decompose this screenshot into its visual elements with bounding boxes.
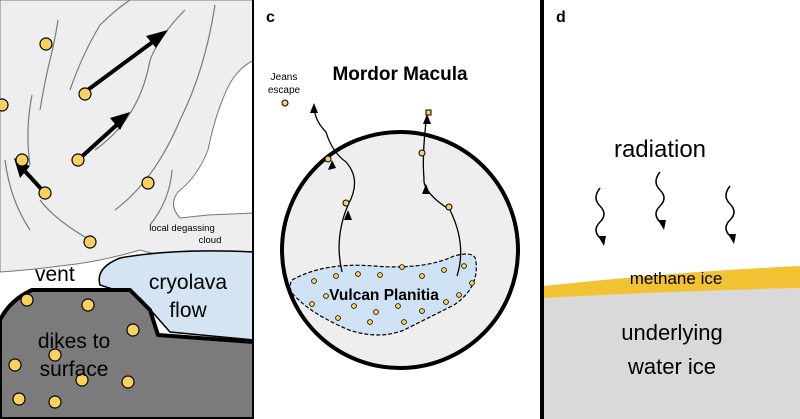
panel-b-figure: vent local degassing cloud cryolava flow… <box>0 0 254 419</box>
radiation-label: radiation <box>614 136 706 163</box>
panel-c: c Mordor Macula Jeans escape Vulcan Plan… <box>254 0 544 419</box>
degassing-cloud <box>0 0 254 273</box>
degassing-cloud-label-line2: cloud <box>199 235 222 246</box>
trajectory-arrow-1 <box>344 210 352 220</box>
panel-d: d radiation methane ice underlying water… <box>544 0 800 419</box>
degassing-cloud-label-line1: local degassing <box>149 223 215 234</box>
cryolava-label-line1: cryolava <box>149 271 228 294</box>
trajectory-arrow-3 <box>310 103 318 113</box>
particles <box>0 37 155 409</box>
panel-b: vent local degassing cloud cryolava flow… <box>0 0 254 419</box>
radiation-arrow-3 <box>728 234 736 244</box>
arrowhead-2 <box>110 112 130 130</box>
water-ice-label-line2: water ice <box>627 354 716 379</box>
panel-divider-2 <box>540 0 544 419</box>
arrowhead-1 <box>146 30 168 48</box>
methane-ice-layer <box>544 266 800 298</box>
radiation-arrow-1 <box>598 236 606 246</box>
escaping-particles <box>281 99 453 211</box>
cloud-streamlines <box>4 0 216 241</box>
radiation-rays <box>595 171 735 239</box>
trajectory-arrow-2 <box>328 160 336 170</box>
trajectory-arrow-4 <box>422 184 430 194</box>
panel-letter-c: c <box>266 9 275 26</box>
mordor-macula-title: Mordor Macula <box>332 64 468 85</box>
panel-d-figure: d radiation methane ice underlying water… <box>544 0 800 419</box>
deposition-marker <box>425 109 432 116</box>
water-ice-layer <box>544 288 800 419</box>
panel-letter-d: d <box>556 9 566 26</box>
water-ice-label-line1: underlying <box>621 320 723 345</box>
cryolava-label-line2: flow <box>169 299 207 322</box>
panel-c-figure: c Mordor Macula Jeans escape Vulcan Plan… <box>254 0 544 419</box>
dikes-label-line2: surface <box>40 358 109 381</box>
jeans-escape-label-line2: escape <box>268 85 301 96</box>
globe-outline <box>280 130 520 370</box>
radiation-arrow-2 <box>658 220 666 230</box>
vulcan-planitia-label: Vulcan Planitia <box>329 287 439 304</box>
vent-label: vent <box>35 263 75 286</box>
dikes-label-line1: dikes to <box>38 330 110 353</box>
planitia-particles <box>309 263 475 325</box>
jeans-escape-label-line1: Jeans <box>271 72 298 83</box>
methane-ice-label: methane ice <box>630 269 723 288</box>
trajectory-arrow-5 <box>423 114 431 124</box>
eruption-arrows <box>20 36 160 194</box>
